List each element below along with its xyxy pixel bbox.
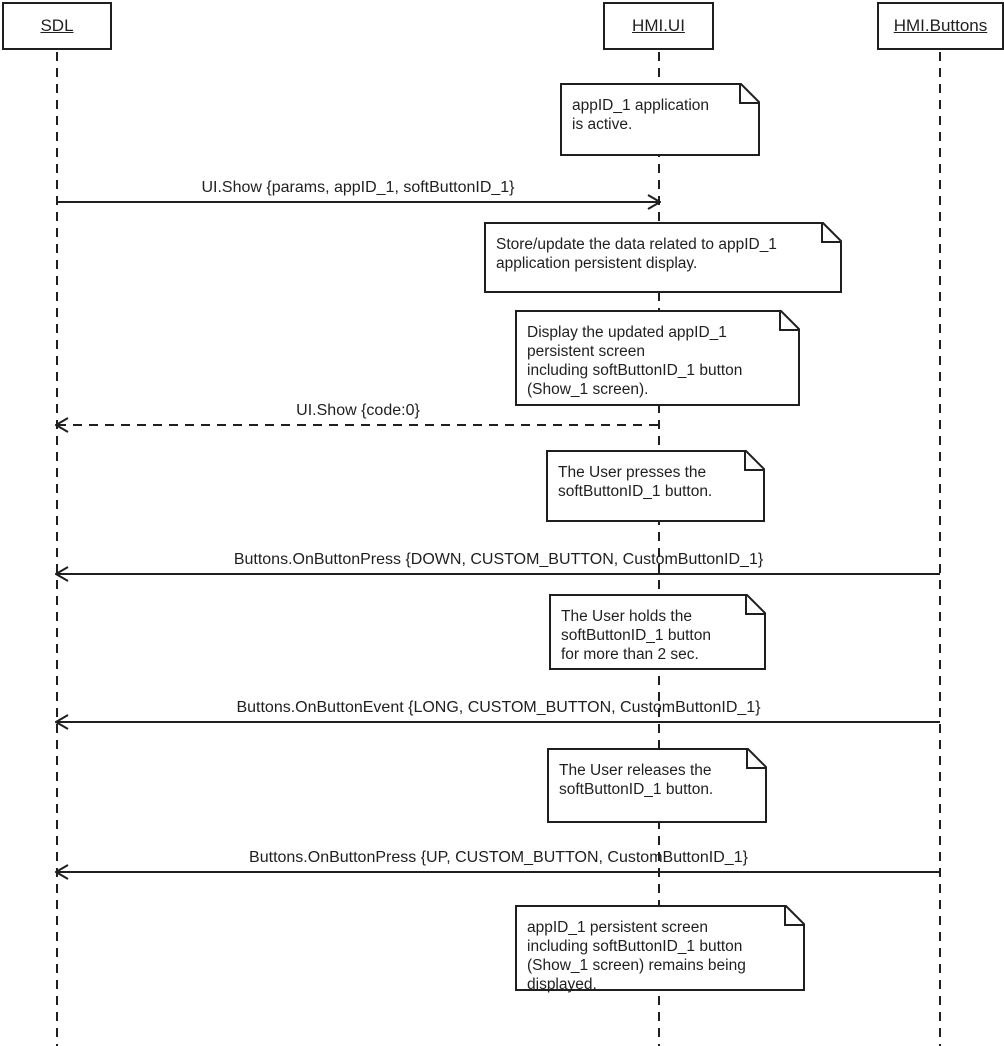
message-line	[57, 201, 659, 203]
note-fold-icon	[739, 83, 760, 104]
message-label: Buttons.OnButtonEvent {LONG, CUSTOM_BUTT…	[236, 699, 761, 716]
note-fold-icon	[784, 905, 805, 926]
note-user-presses: The User presses the softButtonID_1 butt…	[546, 450, 765, 522]
message-label: UI.Show {code:0}	[296, 402, 420, 419]
message-label: UI.Show {params, appID_1, softButtonID_1…	[201, 179, 515, 196]
lifeline-hmi-buttons	[939, 52, 941, 1046]
note-fold-icon	[746, 748, 767, 769]
note-text: Display the updated appID_1 persistent s…	[527, 324, 743, 398]
note-screen-remains: appID_1 persistent screen including soft…	[515, 905, 805, 993]
note-text: The User holds the softButtonID_1 button…	[561, 608, 711, 663]
message-line	[57, 871, 940, 873]
message-line	[57, 424, 659, 426]
message-line	[57, 573, 940, 575]
note-user-holds: The User holds the softButtonID_1 button…	[549, 594, 766, 670]
actor-box-hmi-buttons: HMI.Buttons	[877, 2, 1004, 50]
lifeline-hmi-ui	[658, 52, 660, 1046]
note-store-update: Store/update the data related to appID_1…	[484, 222, 842, 293]
open-arrowhead-left-icon	[55, 566, 69, 582]
message-line	[57, 721, 940, 723]
open-arrowhead-right-icon	[647, 194, 661, 210]
note-display-updated: Display the updated appID_1 persistent s…	[515, 310, 800, 406]
actor-box-hmi-ui: HMI.UI	[603, 2, 714, 50]
open-arrowhead-left-icon	[55, 714, 69, 730]
actor-label: HMI.Buttons	[893, 16, 988, 35]
message-label: Buttons.OnButtonPress {DOWN, CUSTOM_BUTT…	[233, 551, 764, 568]
open-arrowhead-left-icon	[55, 417, 69, 433]
actor-label: HMI.UI	[632, 16, 685, 35]
note-user-releases: The User releases the softButtonID_1 but…	[547, 748, 767, 823]
lifeline-sdl	[56, 52, 58, 1046]
note-text: The User releases the softButtonID_1 but…	[559, 762, 714, 798]
note-fold-icon	[821, 222, 842, 243]
actor-box-sdl: SDL	[2, 2, 112, 50]
note-app-active: appID_1 application is active.	[560, 83, 760, 156]
note-fold-icon	[744, 450, 765, 471]
message-label: Buttons.OnButtonPress {UP, CUSTOM_BUTTON…	[249, 849, 748, 866]
note-text: The User presses the softButtonID_1 butt…	[558, 464, 713, 500]
note-text: appID_1 application is active.	[572, 97, 710, 133]
note-text: appID_1 persistent screen including soft…	[527, 919, 746, 993]
open-arrowhead-left-icon	[55, 864, 69, 880]
actor-label: SDL	[40, 16, 74, 35]
note-text: Store/update the data related to appID_1…	[496, 236, 777, 272]
note-fold-icon	[779, 310, 800, 331]
note-fold-icon	[745, 594, 766, 615]
